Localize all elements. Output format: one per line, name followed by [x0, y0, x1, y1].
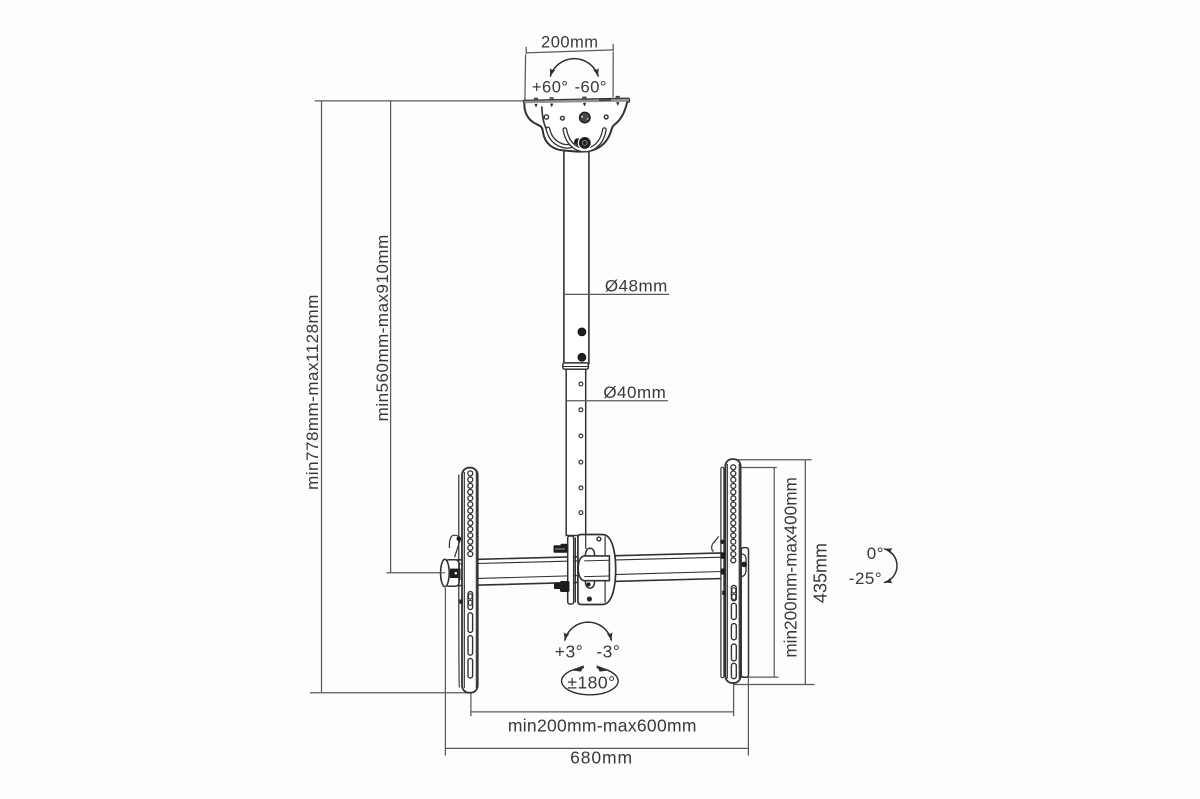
svg-text:-60°: -60°	[575, 79, 607, 97]
svg-text:min778mm-max1128mm: min778mm-max1128mm	[303, 294, 322, 490]
svg-text:min200mm-max400mm: min200mm-max400mm	[781, 477, 801, 658]
svg-text:+60°: +60°	[532, 79, 569, 97]
svg-text:-25°: -25°	[849, 569, 882, 588]
svg-text:Ø48mm: Ø48mm	[605, 276, 668, 295]
svg-text:+3°: +3°	[555, 641, 583, 661]
svg-text:200mm: 200mm	[541, 34, 599, 52]
svg-text:min200mm-max600mm: min200mm-max600mm	[508, 716, 697, 736]
svg-text:680mm: 680mm	[570, 747, 633, 767]
svg-text:0°: 0°	[867, 544, 884, 563]
svg-text:±180°: ±180°	[567, 673, 615, 693]
svg-text:435mm: 435mm	[811, 543, 831, 603]
svg-text:min560mm-max910mm: min560mm-max910mm	[373, 234, 392, 421]
svg-text:-3°: -3°	[596, 641, 620, 661]
svg-text:Ø40mm: Ø40mm	[603, 383, 666, 402]
